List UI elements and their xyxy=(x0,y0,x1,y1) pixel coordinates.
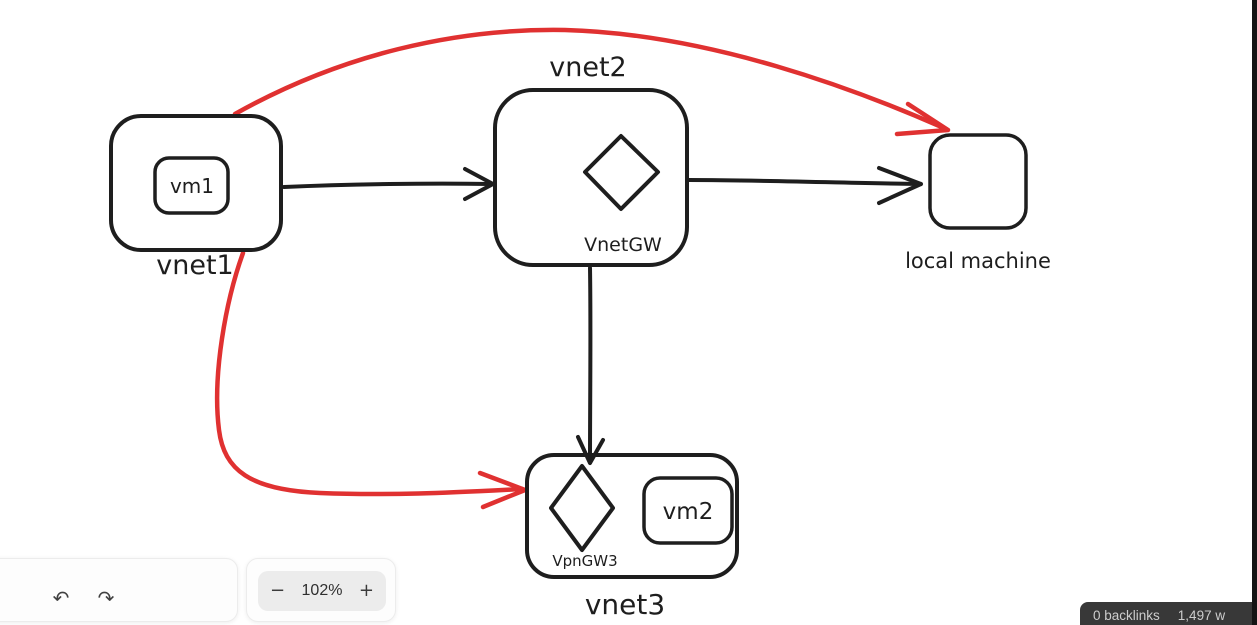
node-label-vm1[interactable]: vm1 xyxy=(170,174,214,198)
word-count: 1,497 w xyxy=(1177,608,1226,623)
node-vm1 xyxy=(153,156,230,215)
undo-redo-panel: ↶ ↷ xyxy=(0,558,238,622)
undo-button[interactable]: ↶ xyxy=(46,583,76,613)
node-label-vm2[interactable]: vm2 xyxy=(663,499,714,525)
arrow-vnet1-to-vnetgw[interactable] xyxy=(282,167,495,201)
red-arrow-vnet1-to-vnet3[interactable] xyxy=(214,250,528,510)
zoom-control: − 102% + xyxy=(258,571,386,611)
zoom-in-button[interactable]: + xyxy=(358,580,374,601)
backlinks-count: 0 backlinks xyxy=(1093,608,1160,623)
arrow-vnetgw-to-local-machine[interactable] xyxy=(687,166,923,205)
undo-icon: ↶ xyxy=(52,586,70,610)
node-label-vnet1[interactable]: vnet1 xyxy=(156,250,233,281)
zoom-level[interactable]: 102% xyxy=(301,582,343,599)
node-label-vpngw3[interactable]: VpnGW3 xyxy=(552,552,617,570)
zoom-out-button[interactable]: − xyxy=(270,580,286,601)
node-vnet1[interactable]: vm1 xyxy=(109,114,283,252)
window-right-edge xyxy=(1252,0,1257,625)
redo-icon: ↷ xyxy=(97,586,115,610)
zoom-panel: − 102% + xyxy=(246,558,396,622)
vpngw3-diamond-icon xyxy=(549,464,615,552)
red-arrow-vnet1-to-local-machine[interactable] xyxy=(232,27,951,137)
edge-label-vnet2[interactable]: vnet2 xyxy=(549,52,626,83)
node-label-vnetgw[interactable]: VnetGW xyxy=(584,234,662,256)
arrow-vnetgw-to-vnet3[interactable] xyxy=(576,266,605,465)
node-vnet3[interactable]: VpnGW3 vm2 xyxy=(525,453,739,579)
node-label-local-machine[interactable]: local machine xyxy=(905,249,1051,273)
status-bar: 0 backlinks 1,497 w xyxy=(1080,602,1253,625)
node-vm2 xyxy=(642,476,734,545)
node-local-machine[interactable] xyxy=(928,133,1028,230)
vnetgw-diamond-icon xyxy=(583,134,660,211)
redo-button[interactable]: ↷ xyxy=(91,583,121,613)
node-label-vnet3[interactable]: vnet3 xyxy=(585,588,665,621)
node-vnetgw[interactable]: VnetGW xyxy=(493,88,689,267)
